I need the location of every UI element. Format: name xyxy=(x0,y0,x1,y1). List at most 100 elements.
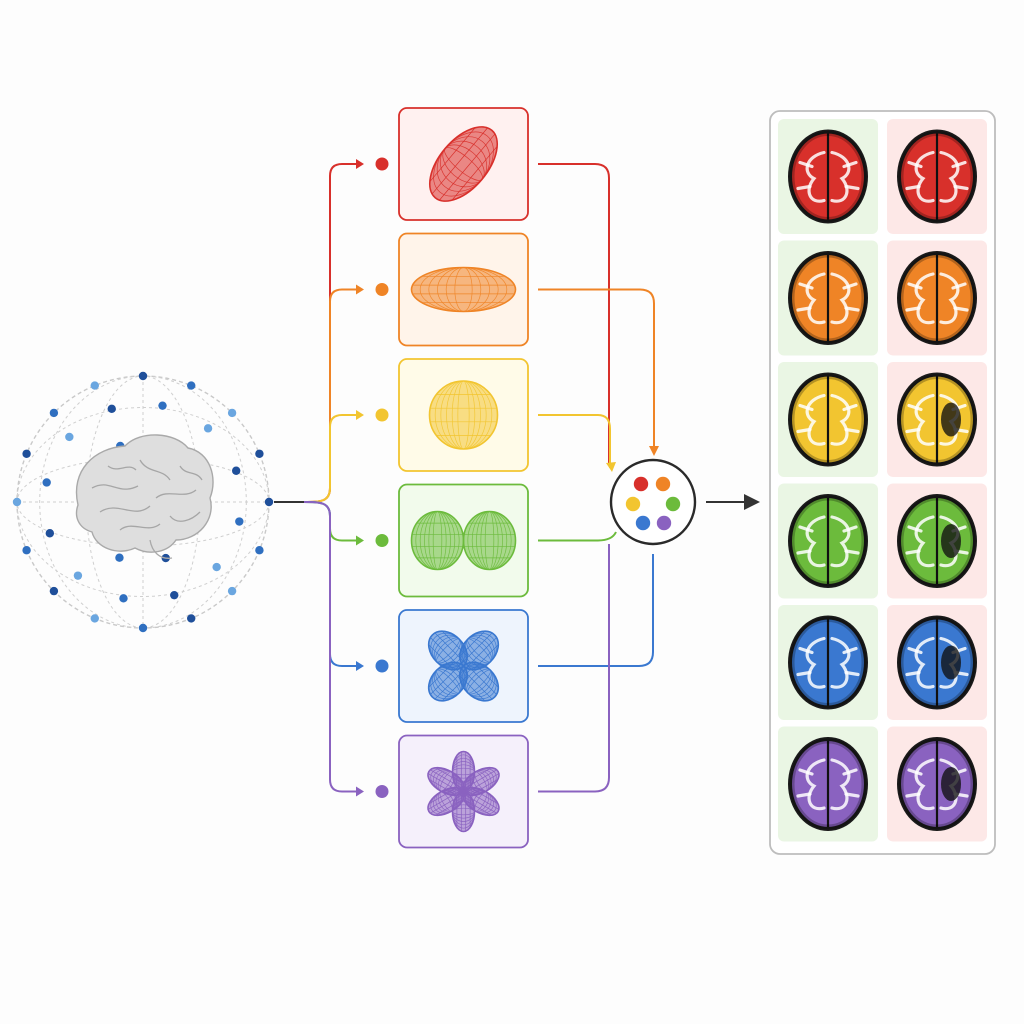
brain-gyrus xyxy=(179,465,203,481)
white-matter xyxy=(905,792,921,798)
fusion-dot-yellow xyxy=(625,496,641,512)
sampling-dot xyxy=(22,546,31,555)
branch-dot-red xyxy=(375,157,389,171)
sampling-dot xyxy=(187,381,196,390)
sampling-dot xyxy=(227,586,237,596)
sampling-dot xyxy=(158,401,167,410)
lesion xyxy=(941,524,961,558)
sampling-dot xyxy=(42,478,51,487)
white-matter xyxy=(844,427,860,434)
slice-cortex xyxy=(898,374,976,465)
sampling-dot xyxy=(138,623,148,633)
white-matter xyxy=(914,515,935,568)
slice-cortex xyxy=(898,738,976,830)
white-matter xyxy=(939,272,960,325)
wireframe-meridian xyxy=(434,380,493,450)
wireframe-parallel xyxy=(451,146,498,201)
merge-red xyxy=(538,163,610,466)
wireframe-parallel xyxy=(470,787,499,805)
brain-gyrus xyxy=(169,511,201,522)
wireframe-group xyxy=(428,126,499,202)
brain-slice-lesion-blue xyxy=(897,615,977,710)
sampling-dot xyxy=(65,432,74,442)
wireframe-parallel xyxy=(434,668,466,700)
white-matter xyxy=(907,403,923,412)
sampling-dot xyxy=(90,614,99,623)
branch-dot-blue xyxy=(375,659,389,673)
white-matter xyxy=(796,792,812,798)
white-matter xyxy=(939,150,960,203)
white-matter xyxy=(844,670,860,677)
fusion-node-icon xyxy=(609,458,697,546)
brain-outline xyxy=(75,434,214,553)
wireframe-group xyxy=(462,510,517,571)
sampling-dot xyxy=(119,594,128,603)
branch-arrowhead-blue xyxy=(356,661,364,671)
branch-arrowhead-orange xyxy=(356,284,364,295)
brain-slice-lesion-yellow xyxy=(897,372,977,467)
white-matter xyxy=(796,306,812,312)
white-matter xyxy=(842,160,858,169)
white-matter xyxy=(830,150,851,203)
white-matter xyxy=(830,758,851,811)
white-matter xyxy=(805,272,826,325)
white-matter xyxy=(798,525,814,533)
branch-dot-yellow xyxy=(375,408,389,422)
branch-dot-green xyxy=(375,534,389,547)
lesion xyxy=(941,767,961,801)
white-matter xyxy=(914,636,935,689)
sampling-dot xyxy=(107,404,116,414)
wireframe-parallel xyxy=(462,793,497,814)
white-matter xyxy=(798,646,814,655)
wireframe-parallel xyxy=(442,675,468,702)
white-matter xyxy=(805,150,826,203)
wireframe-meridian xyxy=(415,511,460,570)
white-matter xyxy=(805,515,826,568)
wireframe-meridian xyxy=(461,632,497,668)
sampling-dot xyxy=(73,571,83,580)
white-matter xyxy=(798,282,814,290)
white-matter xyxy=(805,636,826,689)
wireframe-group xyxy=(410,510,465,571)
sampling-dot xyxy=(22,449,31,458)
lesion xyxy=(941,645,961,680)
sampling-dot xyxy=(212,562,221,572)
white-matter xyxy=(914,150,935,203)
slice-cortex xyxy=(898,131,976,222)
wireframe-parallel xyxy=(435,798,464,816)
white-matter xyxy=(905,670,921,677)
white-matter xyxy=(907,282,923,290)
brain-slice-healthy-orange xyxy=(788,251,868,345)
merge-arrowhead xyxy=(649,446,659,456)
white-matter xyxy=(907,160,923,169)
brain-gyrus xyxy=(99,505,151,513)
wireframe-meridian xyxy=(467,511,512,570)
wireframe-body xyxy=(410,266,517,313)
fusion-dot-purple xyxy=(656,515,672,531)
white-matter xyxy=(907,768,923,776)
wireframe-body xyxy=(462,510,517,571)
branch-green xyxy=(303,501,362,542)
white-matter xyxy=(907,525,923,533)
wireframe-parallel xyxy=(463,798,492,816)
sampling-dot xyxy=(49,408,59,418)
wireframe-group xyxy=(459,630,500,671)
wireframe-parallel xyxy=(459,630,485,657)
fusion-dot-red xyxy=(633,476,649,492)
wireframe-parallel xyxy=(439,133,496,201)
white-matter xyxy=(796,670,812,677)
branch-red xyxy=(303,163,362,503)
branch-orange xyxy=(303,288,362,503)
wireframe-parallel xyxy=(473,644,499,670)
wireframe-group xyxy=(427,661,468,702)
brain-slice-lesion-purple xyxy=(897,737,977,831)
branch-connectors xyxy=(274,157,760,798)
brain-gyrus xyxy=(107,465,137,471)
white-matter xyxy=(914,272,935,325)
slice-cortex xyxy=(789,738,867,830)
wireframe-parallel xyxy=(431,127,488,195)
wireframe-parallel xyxy=(461,632,493,664)
fusion-dot-green xyxy=(665,496,681,512)
wireframe-parallel xyxy=(430,793,465,814)
